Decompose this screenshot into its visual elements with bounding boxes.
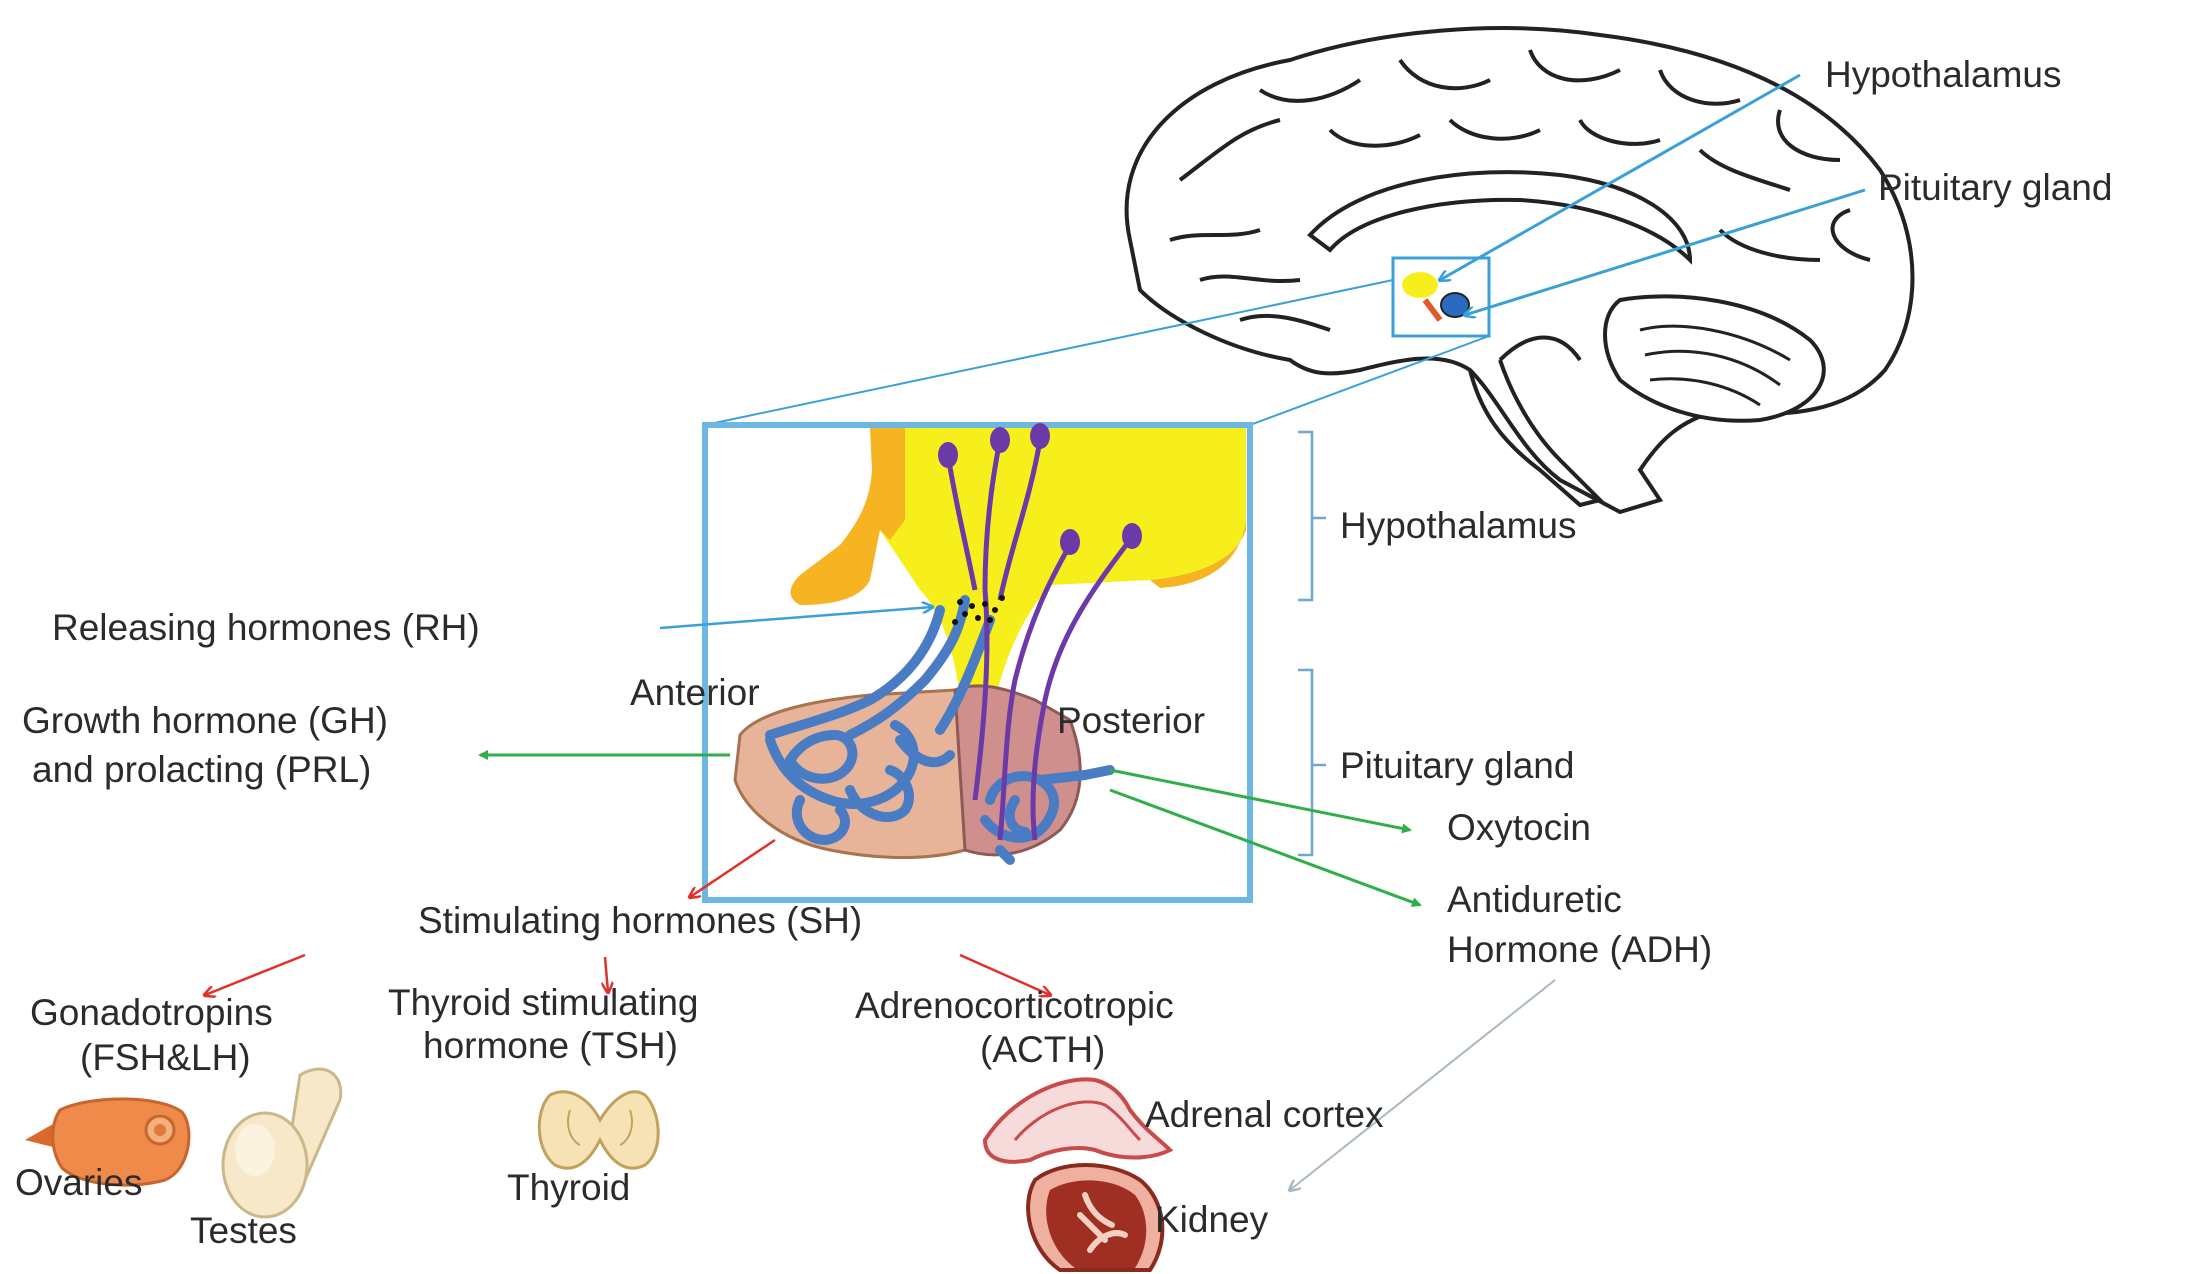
label-pituitary-side: Pituitary gland — [1340, 745, 1574, 786]
testes-icon — [223, 1069, 341, 1217]
label-testes: Testes — [190, 1210, 297, 1251]
brain-hypothalamus-spot — [1402, 272, 1438, 298]
zoom-panel — [705, 423, 1250, 900]
label-adh-line1: Antiduretic — [1447, 879, 1622, 920]
kidney-icon — [1028, 1165, 1162, 1270]
adrenal-icon — [985, 1079, 1170, 1161]
gonadotropin-arrow — [205, 955, 305, 995]
pituitary-bracket — [1298, 670, 1326, 855]
label-gonado-line1: Gonadotropins — [30, 992, 273, 1033]
label-acth-line2: (ACTH) — [980, 1029, 1105, 1070]
label-kidney: Kidney — [1155, 1199, 1269, 1240]
region-brackets — [1298, 432, 1326, 855]
label-gonado-line2: (FSH&LH) — [80, 1037, 251, 1078]
label-adrenal: Adrenal cortex — [1145, 1094, 1384, 1135]
label-tsh-line2: hormone (TSH) — [423, 1025, 678, 1066]
thyroid-icon — [539, 1092, 658, 1168]
label-hypothalamus-side: Hypothalamus — [1340, 505, 1577, 546]
label-tsh-line1: Thyroid stimulating — [388, 982, 699, 1023]
label-releasing: Releasing hormones (RH) — [52, 607, 480, 648]
adh-kidney-arrow — [1290, 980, 1555, 1190]
label-gh-line2: and prolacting (PRL) — [32, 749, 371, 790]
label-anterior: Anterior — [630, 672, 760, 713]
label-acth-line1: Adrenocorticotropic — [855, 985, 1174, 1026]
label-adh-line2: Hormone (ADH) — [1447, 929, 1712, 970]
label-ovaries: Ovaries — [15, 1162, 142, 1203]
label-gh-line1: Growth hormone (GH) — [22, 700, 388, 741]
label-posterior: Posterior — [1057, 700, 1205, 741]
label-hypothalamus-top: Hypothalamus — [1825, 54, 2062, 95]
label-thyroid: Thyroid — [507, 1167, 630, 1208]
hypothalamus-bracket — [1298, 432, 1326, 600]
label-stimulating: Stimulating hormones (SH) — [418, 900, 862, 941]
label-pituitary-top: Pituitary gland — [1878, 167, 2112, 208]
label-oxytocin: Oxytocin — [1447, 807, 1591, 848]
